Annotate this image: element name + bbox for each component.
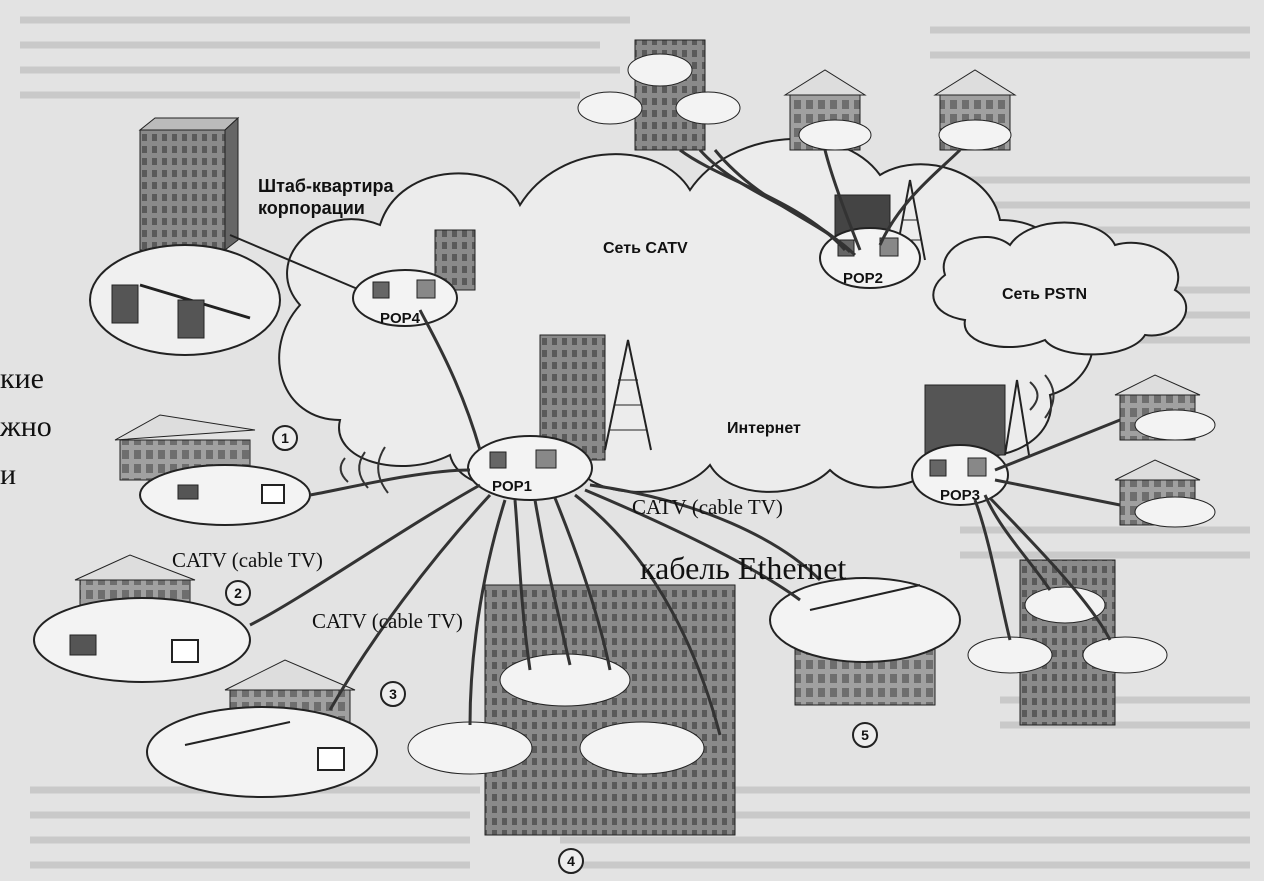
top-office-building <box>577 39 741 151</box>
cropped-text-line-1: кие <box>0 362 44 395</box>
house-top-middle <box>783 69 872 151</box>
house-right-lower <box>1114 459 1216 528</box>
site-5-office <box>769 577 961 706</box>
pop1-label: POP1 <box>492 478 533 495</box>
house-top-right <box>933 69 1017 151</box>
headquarters-building <box>89 116 281 356</box>
wireless-signal <box>339 374 1055 494</box>
pstn-network-label: Сеть PSTN <box>1002 286 1088 303</box>
marker-5: 5 <box>852 722 878 748</box>
ethernet-annotation: кабель Ethernet <box>640 550 847 586</box>
cropped-text-line-3: и <box>0 458 17 491</box>
marker-3: 3 <box>380 681 406 707</box>
pop4-node <box>352 229 476 327</box>
pstn-cloud <box>932 221 1188 356</box>
pop3-label: POP3 <box>940 487 981 504</box>
site-1-home <box>114 414 311 526</box>
catv-annotation-site2: CATV (cable TV) <box>172 548 323 572</box>
catv-annotation-pop1: CATV (cable TV) <box>632 495 783 519</box>
cropped-text-line-2: жно <box>0 410 52 443</box>
site-2-home <box>33 554 251 683</box>
house-right-upper <box>1114 374 1216 441</box>
site-3-home <box>146 659 378 798</box>
internet-label: Интернет <box>727 420 801 437</box>
pop3-node <box>911 379 1030 506</box>
marker-2: 2 <box>225 580 251 606</box>
marker-1: 1 <box>272 425 298 451</box>
catv-network-label: Сеть CATV <box>603 240 688 257</box>
pop4-label: POP4 <box>380 310 421 327</box>
marker-4: 4 <box>558 848 584 874</box>
headquarters-label: Штаб-квартира корпорации <box>258 176 394 218</box>
pop2-label: POP2 <box>843 270 884 287</box>
site-4-office-tower <box>407 584 736 836</box>
office-right-bottom <box>967 559 1168 726</box>
pop1-node <box>467 334 652 501</box>
catv-annotation-site3: CATV (cable TV) <box>312 609 463 633</box>
